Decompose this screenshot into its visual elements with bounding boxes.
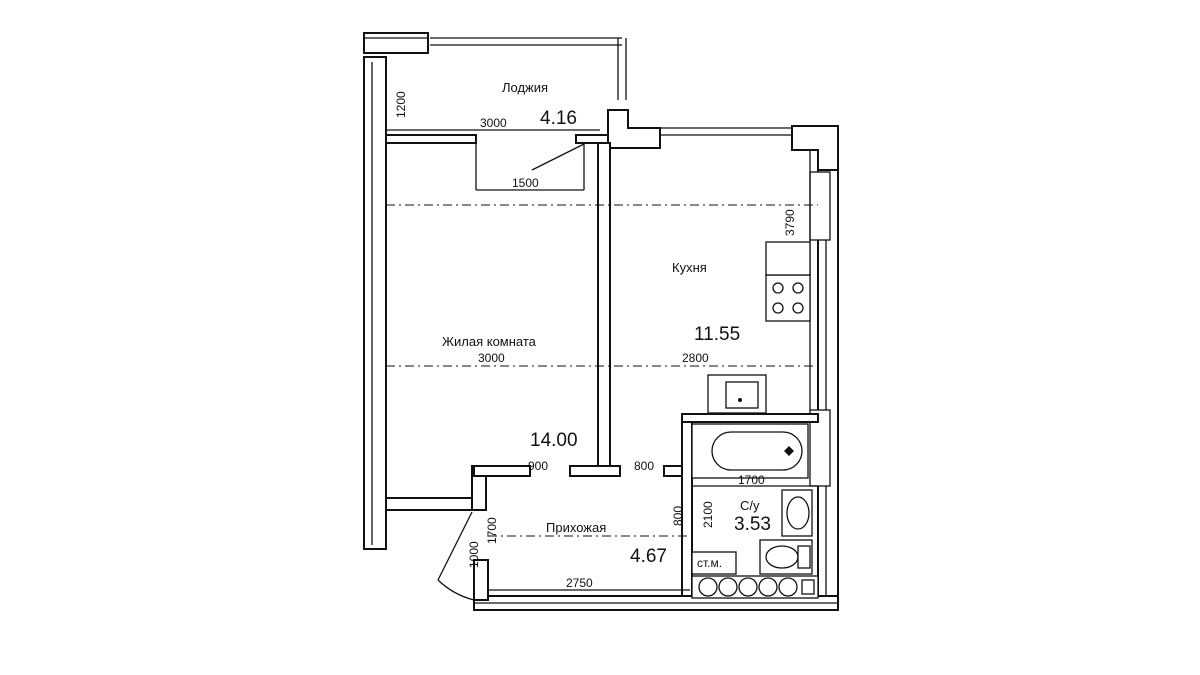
kitchen-stove [765, 241, 811, 322]
pipes [691, 575, 819, 599]
dim-entrance-door: 1000 [467, 541, 481, 568]
dim-loggia-depth: 1200 [394, 91, 408, 118]
dim-bathroom-door: 800 [671, 506, 685, 526]
room-area-loggia: 4.16 [540, 108, 577, 129]
dim-living-width: 3000 [478, 351, 505, 365]
room-name-hallway: Прихожая [546, 520, 606, 535]
dim-kitchen-depth: 3790 [783, 209, 797, 236]
loggia-corner-pier [607, 109, 661, 149]
dim-loggia-width: 3000 [480, 116, 507, 130]
room-name-loggia: Лоджия [502, 80, 548, 95]
room-name-bathroom: С/у [740, 498, 760, 513]
left-outer-wall [363, 56, 387, 550]
dim-bath-length: 1700 [738, 473, 765, 487]
dim-hallway-depth: 1700 [485, 517, 499, 544]
dim-kitchen-door: 800 [634, 459, 654, 473]
riser-box [691, 551, 737, 575]
room-area-bathroom: 3.53 [734, 514, 771, 535]
room-area-kitchen: 11.55 [694, 324, 740, 345]
kitchen-sink [707, 374, 767, 414]
room-name-living: Жилая комната [442, 334, 537, 349]
toilet [759, 539, 813, 575]
riser-label: ст.м. [697, 556, 722, 570]
bathtub [691, 423, 809, 479]
right-top-corner-wall [791, 125, 839, 171]
room-area-hallway: 4.67 [630, 546, 667, 567]
loggia-top-wall [363, 32, 429, 54]
entrance-door [437, 511, 475, 601]
dim-hallway-width: 2750 [566, 576, 593, 590]
walls [363, 32, 839, 611]
dim-balcony-door: 1500 [512, 176, 539, 190]
dim-bathroom-depth: 2100 [701, 501, 715, 528]
dim-kitchen-width: 2800 [682, 351, 709, 365]
washbasin [781, 489, 813, 537]
balcony-door [475, 143, 585, 191]
partition-living-kitchen [597, 142, 611, 469]
room-name-kitchen: Кухня [672, 260, 707, 275]
dim-living-door: 900 [528, 459, 548, 473]
room-area-living: 14.00 [530, 430, 578, 451]
